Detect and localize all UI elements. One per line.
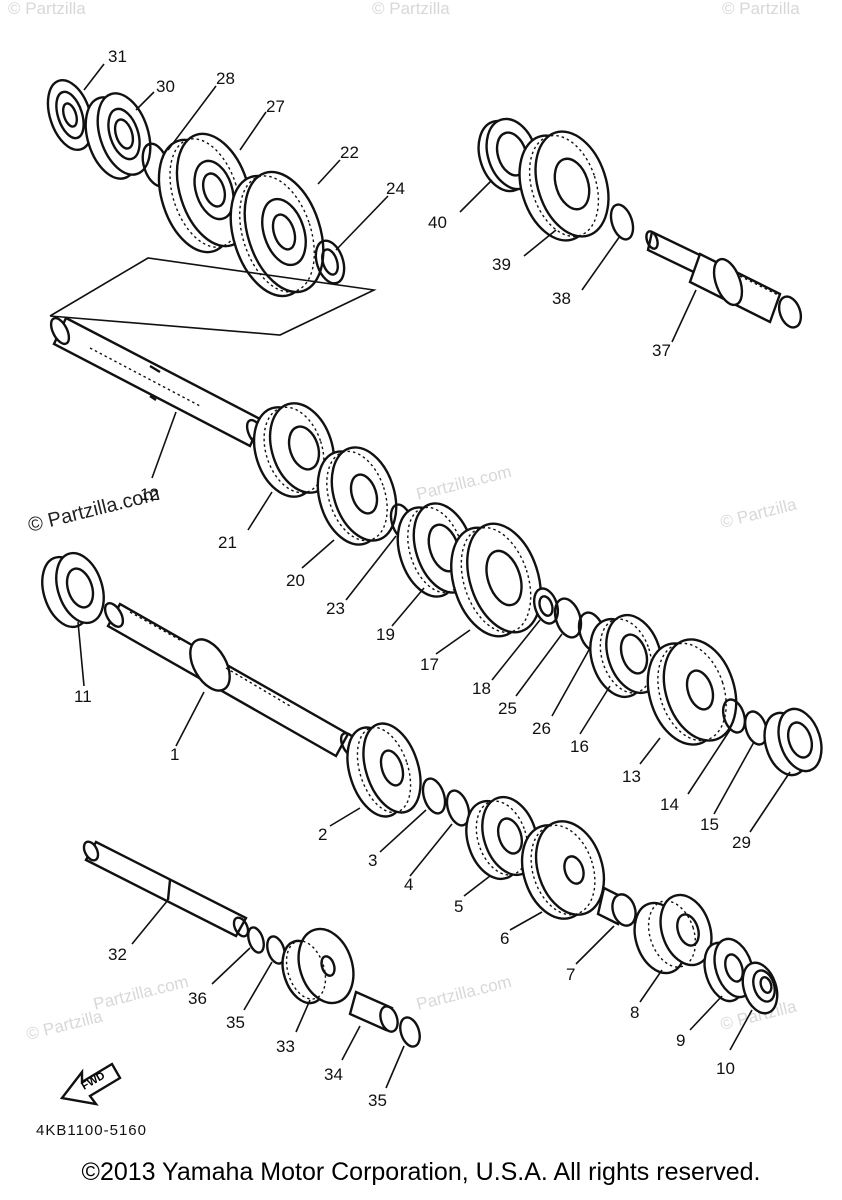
watermark-center: Partzilla.com xyxy=(414,462,513,504)
part-29-bearing xyxy=(763,707,823,777)
callout-11: 11 xyxy=(74,687,92,706)
callout-28: 28 xyxy=(216,69,235,88)
part-36-circlip xyxy=(247,926,265,954)
part-25-washer xyxy=(553,597,583,639)
callout-36: 36 xyxy=(188,989,207,1008)
callout-13: 13 xyxy=(622,767,641,786)
callout-5: 5 xyxy=(454,897,463,916)
callout-35-upper: 35 xyxy=(226,1013,245,1032)
callout-37: 37 xyxy=(652,341,671,360)
callout-20: 20 xyxy=(286,571,305,590)
callout-23: 23 xyxy=(326,599,345,618)
callout-22: 22 xyxy=(340,143,359,162)
callout-19: 19 xyxy=(376,625,395,644)
callout-14: 14 xyxy=(660,795,679,814)
part-35-washer-upper xyxy=(266,935,286,965)
callout-4: 4 xyxy=(404,875,413,894)
part-1-drive-axle xyxy=(103,602,361,758)
part-24-washer xyxy=(314,239,346,285)
part-37-shaft xyxy=(645,230,803,329)
callout-24: 24 xyxy=(386,179,405,198)
callout-38: 38 xyxy=(552,289,571,308)
callout-31: 31 xyxy=(108,47,127,66)
part-10-oil-seal xyxy=(741,961,779,1015)
callout-16: 16 xyxy=(570,737,589,756)
callout-7: 7 xyxy=(566,965,575,984)
part-39-gear xyxy=(518,130,610,242)
part-4-circlip xyxy=(445,789,471,827)
callout-27: 27 xyxy=(266,97,285,116)
watermark-top-left: © Partzilla xyxy=(8,0,86,18)
part-35-washer-lower xyxy=(399,1016,421,1048)
copyright-footer: ©2013 Yamaha Motor Corporation, U.S.A. A… xyxy=(81,1158,761,1186)
part-21-gear xyxy=(252,402,336,498)
callout-2: 2 xyxy=(318,825,327,844)
part-2-gear xyxy=(346,722,422,818)
watermark-bottom-center: Partzilla.com xyxy=(414,972,513,1014)
diagram-code: 4KB1100-5160 xyxy=(36,1122,147,1139)
callout-33: 33 xyxy=(276,1037,295,1056)
callout-39: 39 xyxy=(492,255,511,274)
part-14-washer xyxy=(721,698,747,734)
callout-40: 40 xyxy=(428,213,447,232)
part-32-shaft xyxy=(82,840,250,938)
watermark-top-right: © Partzilla xyxy=(722,0,800,18)
fwd-arrow-icon: FWD xyxy=(59,1062,122,1106)
callout-17: 17 xyxy=(420,655,439,674)
part-8-gear xyxy=(633,893,713,975)
callout-12: 12 xyxy=(140,485,159,504)
callout-32: 32 xyxy=(108,945,127,964)
callout-25: 25 xyxy=(498,699,517,718)
callout-21: 21 xyxy=(218,533,237,552)
assembly-bracket xyxy=(49,257,377,336)
callout-10: 10 xyxy=(716,1059,735,1078)
part-7-collar xyxy=(596,886,637,927)
callout-30: 30 xyxy=(156,77,175,96)
part-13-gear xyxy=(646,638,738,746)
callout-8: 8 xyxy=(630,1003,639,1022)
part-31-bearing xyxy=(46,79,94,151)
part-6-gear xyxy=(520,820,606,920)
part-3-washer xyxy=(421,777,447,815)
callout-leaders xyxy=(77,63,791,1089)
part-12-main-axle xyxy=(49,316,267,448)
callout-34: 34 xyxy=(324,1065,343,1084)
callout-3: 3 xyxy=(368,851,377,870)
callout-35-lower: 35 xyxy=(368,1091,387,1110)
part-22-gear xyxy=(229,170,325,298)
callout-numbers: 31 30 28 27 22 24 40 39 38 37 12 21 20 2… xyxy=(74,47,751,1110)
part-33-gear xyxy=(281,927,355,1005)
callout-6: 6 xyxy=(500,929,509,948)
part-34-collar xyxy=(348,990,399,1033)
callout-18: 18 xyxy=(472,679,491,698)
watermark-right-mid: © Partzilla xyxy=(718,495,799,532)
callout-26: 26 xyxy=(532,719,551,738)
callout-9: 9 xyxy=(676,1031,685,1050)
part-17-gear xyxy=(450,522,542,638)
part-11-bearing xyxy=(41,551,105,629)
part-38-circlip xyxy=(609,203,635,241)
watermark-top-center: © Partzilla xyxy=(372,0,450,18)
callout-29: 29 xyxy=(732,833,751,852)
callout-1: 1 xyxy=(170,745,179,764)
part-30-bearing xyxy=(84,92,152,180)
callout-15: 15 xyxy=(700,815,719,834)
watermark-bottom-left-a: Partzilla.com xyxy=(91,972,190,1014)
part-20-gear xyxy=(316,446,398,546)
watermark-bottom-left-b: © Partzilla xyxy=(24,1007,105,1044)
